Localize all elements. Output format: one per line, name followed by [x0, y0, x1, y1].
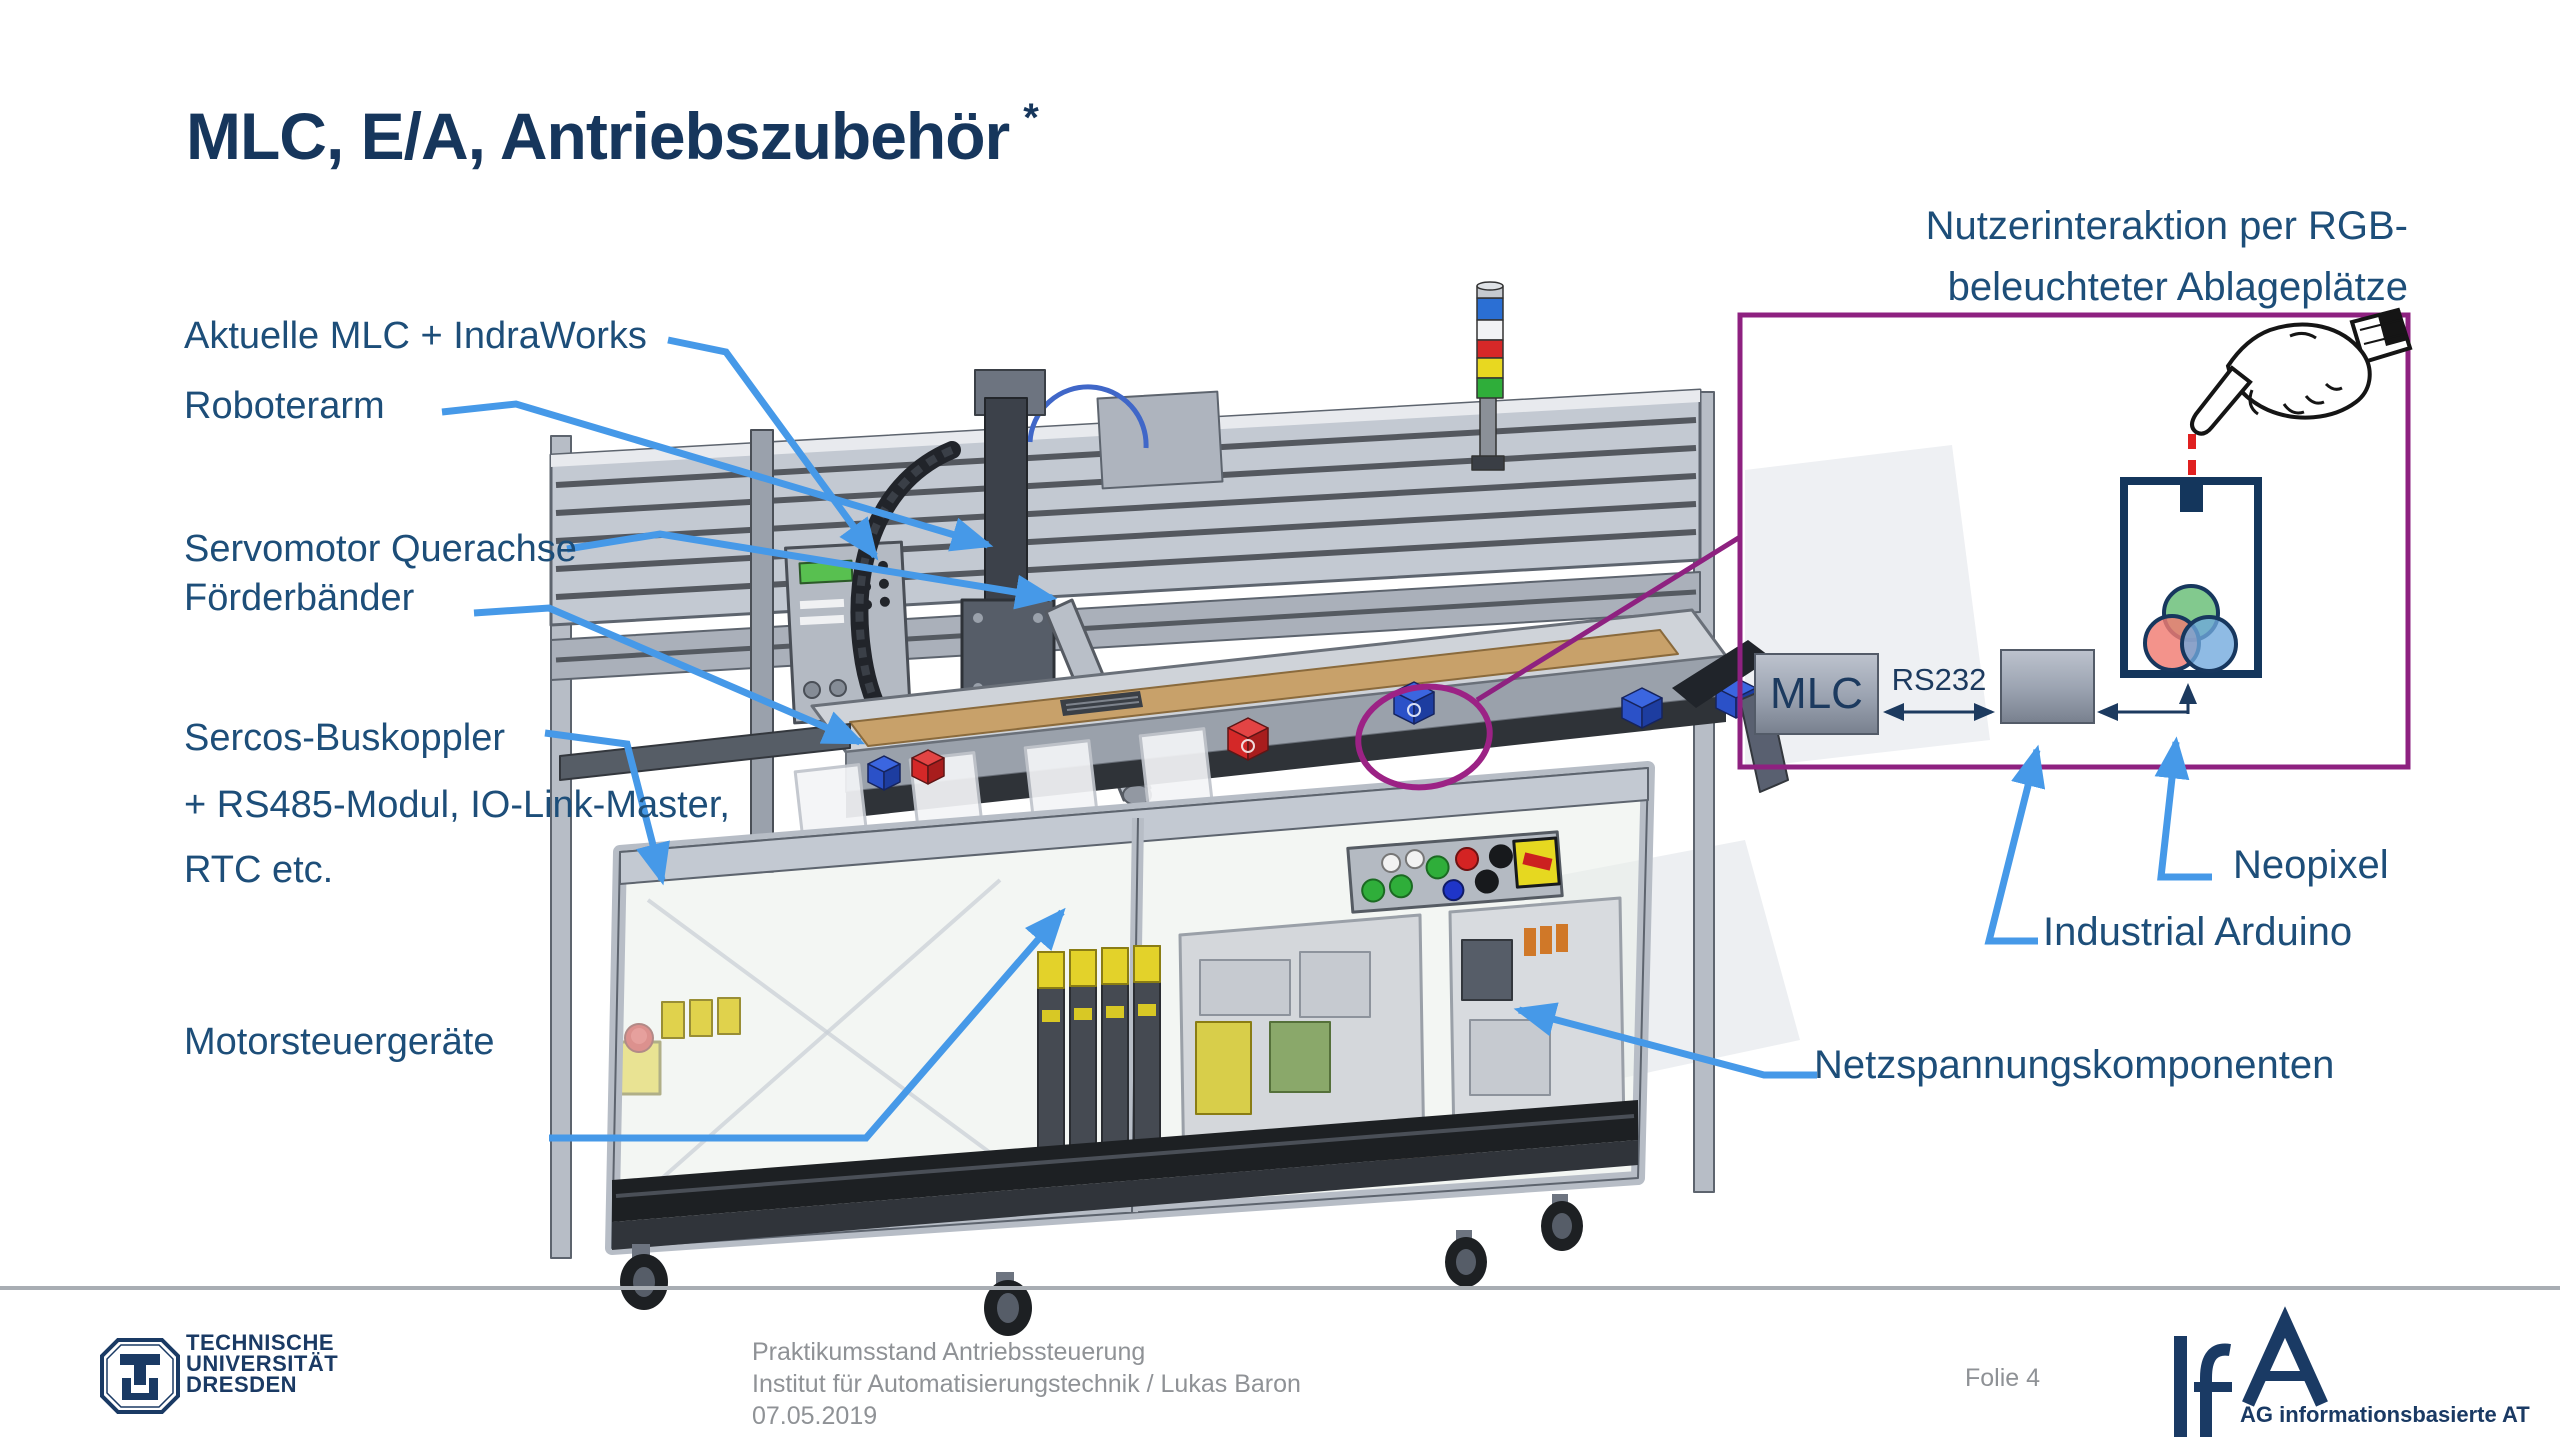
base-rails [612, 1100, 1638, 1250]
casters [620, 1194, 1583, 1336]
pointing-hand-icon [2190, 307, 2413, 436]
label-servomotor-querachse: Servomotor Querachse [184, 528, 577, 570]
mains-plate [1448, 896, 1626, 1146]
rgb-circles-icon [2143, 584, 2238, 673]
cube-blue-circled [1393, 681, 1435, 725]
label-roboterarm: Roboterarm [184, 385, 385, 427]
leader-neopixel [2154, 736, 2212, 881]
sensor-block [2180, 483, 2203, 512]
tu-line2: UNIVERSITÄT [186, 1351, 339, 1376]
callout-diagram [1883, 307, 2413, 721]
stack-light-white [1476, 319, 1504, 341]
label-rs485-iolink: + RS485-Modul, IO-Link-Master, [184, 784, 730, 826]
tu-line3: DRESDEN [186, 1372, 298, 1397]
cable-loop [1027, 384, 1149, 449]
stack-light-blue [1476, 297, 1504, 321]
tu-line1: TECHNISCHE [186, 1330, 335, 1355]
label-industrial-arduino: Industrial Arduino [2043, 910, 2353, 954]
colored-cubes [867, 677, 1757, 791]
slide-number: Folie 4 [1965, 1364, 2041, 1392]
diagram-mlc-box: MLC [1754, 653, 1879, 735]
highlight-ellipse [1355, 683, 1493, 791]
ifa-logo-icon [2174, 1306, 2328, 1437]
callout-heading-line2: beleuchteter Ablageplätze [1947, 265, 2408, 309]
slide-title: MLC, E/A, Antriebszubehör * [186, 96, 1039, 174]
motor-controller-modules [1037, 945, 1161, 1153]
callout-heading-line1: Nutzerinteraktion per RGB- [1925, 204, 2408, 248]
gantry-beam [549, 388, 1702, 627]
label-mlc-indraworks: Aktuelle MLC + IndraWorks [184, 315, 647, 357]
stack-light-red [1476, 339, 1504, 359]
label-foerderbaender: Förderbänder [184, 577, 415, 619]
button-panel [1346, 830, 1564, 914]
leader-querachse [566, 530, 1058, 610]
callout-heading: Nutzerinteraktion per RGB- beleuchteter … [1648, 196, 2408, 318]
label-sercos-buskoppler: Sercos-Buskoppler [184, 717, 506, 759]
stack-light [1471, 281, 1505, 471]
leader-arrows [441, 336, 2212, 1142]
storage-place [2120, 477, 2262, 678]
footer-info: Praktikumsstand Antriebssteuerung Instit… [752, 1336, 1301, 1432]
leader-industrial-arduino [1984, 744, 2046, 945]
stack-light-yellow [1476, 357, 1504, 379]
center-plate [1178, 913, 1426, 1182]
tu-dresden-logo-icon [100, 1338, 180, 1414]
leader-sercos [544, 729, 670, 886]
callout-connector-line [1475, 534, 1742, 703]
gantry-column [750, 429, 774, 873]
leader-roboterarm [441, 400, 994, 552]
leader-motorsteuergeraete [549, 907, 1066, 1142]
leader-indraworks [667, 336, 879, 561]
footer-course: Praktikumsstand Antriebssteuerung [752, 1338, 1146, 1366]
pcb [1269, 1021, 1331, 1093]
diagram-rs232-label: RS232 [1891, 662, 1987, 697]
slide-title-text: MLC, E/A, Antriebszubehör [186, 99, 1010, 173]
label-netzspannungskomponenten: Netzspannungskomponenten [1814, 1043, 2335, 1087]
label-rtc-etc: RTC etc. [184, 849, 334, 891]
machine [549, 281, 1789, 1336]
footer-date: 07.05.2019 [752, 1402, 878, 1430]
cube-blue-right [1621, 687, 1663, 729]
cube-blue [867, 755, 901, 791]
safety-relay [1195, 1021, 1252, 1115]
slide-title-footnote-marker: * [1023, 96, 1039, 140]
ifa-wordmark: AG informationsbasierte AT [2240, 1402, 2530, 1427]
cube-red [911, 749, 945, 785]
tu-dresden-wordmark: TECHNISCHE UNIVERSITÄT DRESDEN [186, 1330, 339, 1397]
callout-box [1737, 312, 2411, 770]
diagram-arduino-box [2000, 649, 2095, 724]
leader-netzspannung [1513, 1002, 1817, 1079]
footer-institute-author: Institut für Automatisierungstechnik / L… [752, 1370, 1301, 1398]
leader-foerderbaender [473, 604, 866, 746]
stack-light-green [1476, 377, 1504, 399]
label-motorsteuergeraete: Motorsteuergeräte [184, 1021, 495, 1063]
cube-red-center [1227, 717, 1269, 761]
label-neopixel: Neopixel [2233, 843, 2389, 887]
yellow-breakers [661, 997, 741, 1039]
